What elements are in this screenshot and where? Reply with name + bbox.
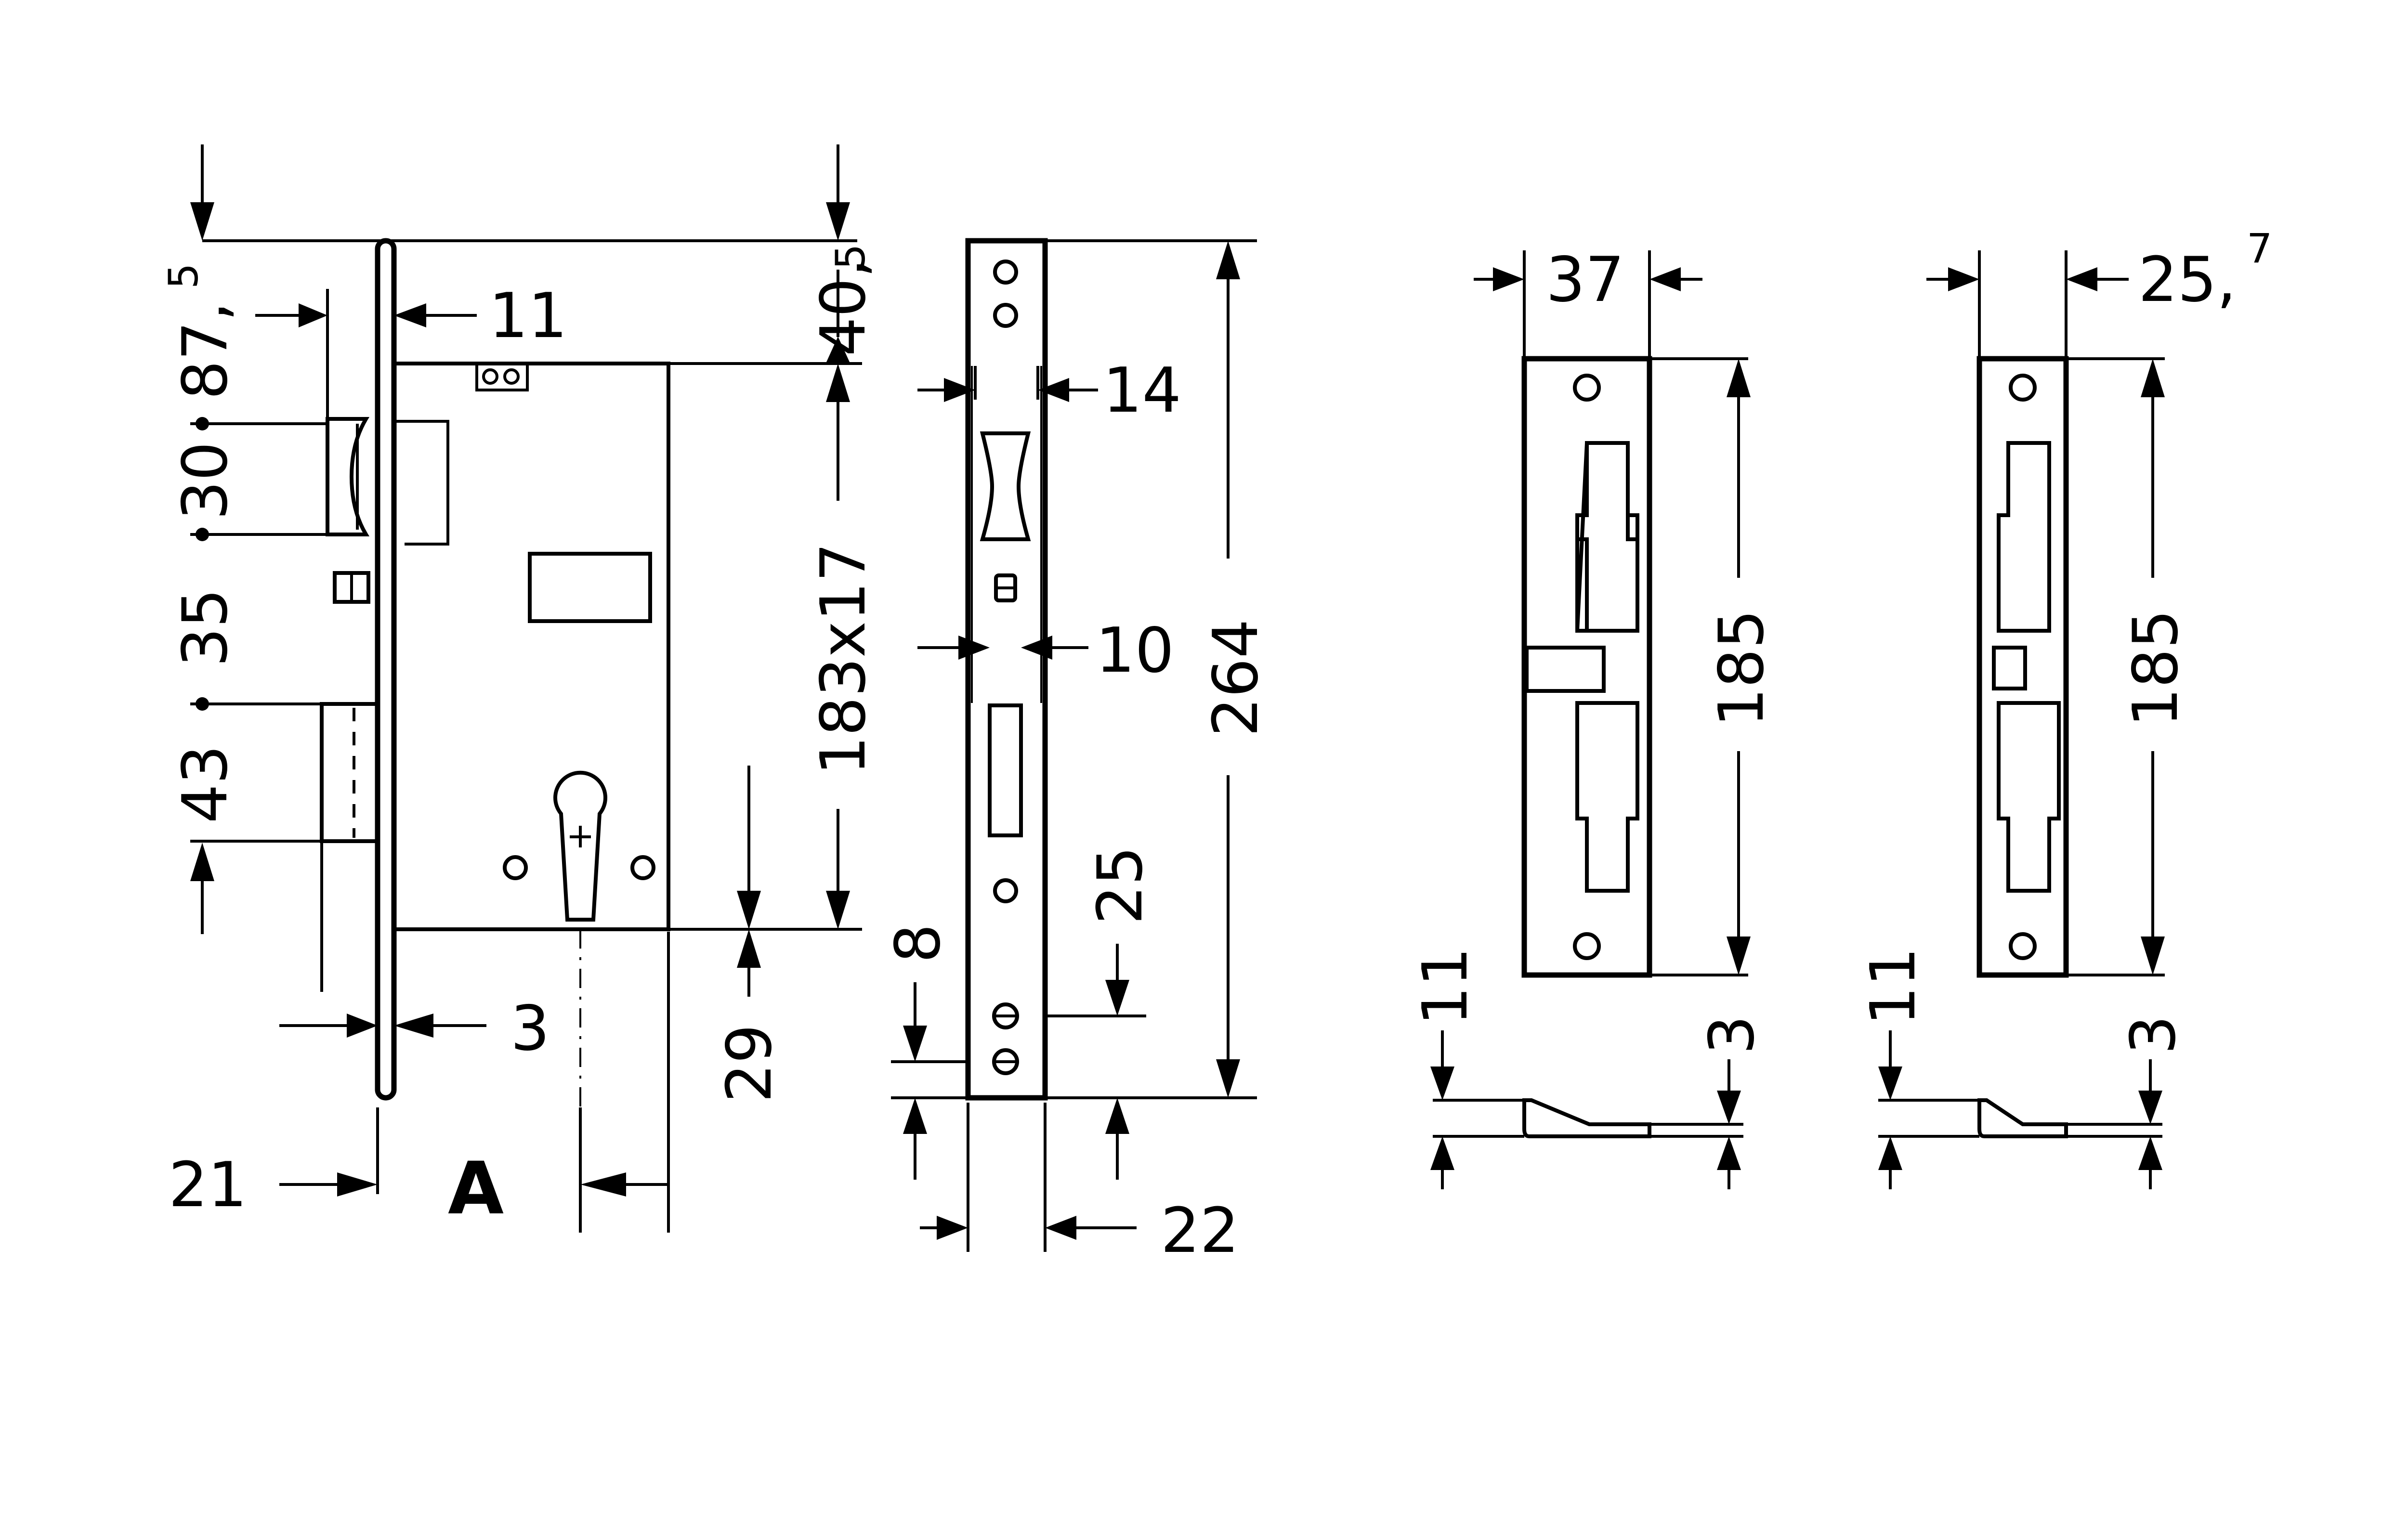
strike-plate-1-view: 37 185 11 3: [1410, 244, 1778, 1189]
dim-37-label: 37: [1546, 244, 1624, 316]
faceplate: [965, 238, 1048, 1101]
dim-10-label: 10: [1096, 615, 1174, 687]
dim-25-7-sup: 7: [2247, 225, 2272, 272]
dim-11-label-strike1: 11: [1410, 947, 1481, 1026]
dim-11-label: 11: [489, 280, 567, 352]
faceplate-view: 14 10 264 25 8 22: [882, 238, 1272, 1267]
dim-3-label: 3: [510, 993, 550, 1065]
dim-21-label: 21: [169, 1149, 247, 1221]
keyhole: [553, 770, 607, 922]
dim-22-label: 22: [1161, 1195, 1239, 1267]
strike-plate-2-view: 25, 7 185 11 3: [1858, 225, 2272, 1189]
dim-3-label-strike1: 3: [1696, 1015, 1768, 1054]
strike-plate-1: [1521, 356, 1652, 978]
dim-264-label: 264: [1200, 619, 1272, 737]
dim-11-label-strike2: 11: [1858, 947, 1929, 1026]
dim-87-5-sup: 5: [160, 263, 207, 289]
strike-plate-2: [1976, 356, 2069, 978]
dim-30-label: 30: [170, 442, 241, 520]
dim-183x17-label: 183x17: [808, 543, 879, 775]
lock-case: [392, 362, 670, 931]
dim-14-label: 14: [1103, 355, 1181, 427]
dim-29-label: 29: [714, 1024, 785, 1103]
dim-3-label-strike2: 3: [2118, 1015, 2189, 1054]
dim-40-5-label: 40,: [808, 258, 879, 356]
dim-40-5-sup: 5: [827, 244, 874, 270]
latch-bolt: [326, 417, 370, 536]
dim-a-label: A: [448, 1147, 504, 1231]
dim-8-label: 8: [882, 924, 954, 963]
dim-185-label-strike2: 185: [2120, 610, 2192, 727]
dim-87-5-label: 87,: [170, 301, 241, 400]
dim-25-7-label: 25,: [2138, 244, 2237, 316]
dim-43-label: 43: [170, 745, 241, 823]
deadbolt: [320, 702, 379, 843]
dim-35-label: 35: [170, 588, 241, 667]
lock-body-view: 11 87, 5 30 35 43 40, 5 183x17 29 3 21 A: [160, 144, 879, 1233]
lock-faceplate: [375, 238, 397, 1101]
strike-plate-2-profile: [1977, 1098, 2068, 1138]
strike-plate-1-profile: [1522, 1098, 1651, 1138]
dim-25-label: 25: [1085, 846, 1156, 924]
dim-185-label: 185: [1706, 610, 1778, 727]
